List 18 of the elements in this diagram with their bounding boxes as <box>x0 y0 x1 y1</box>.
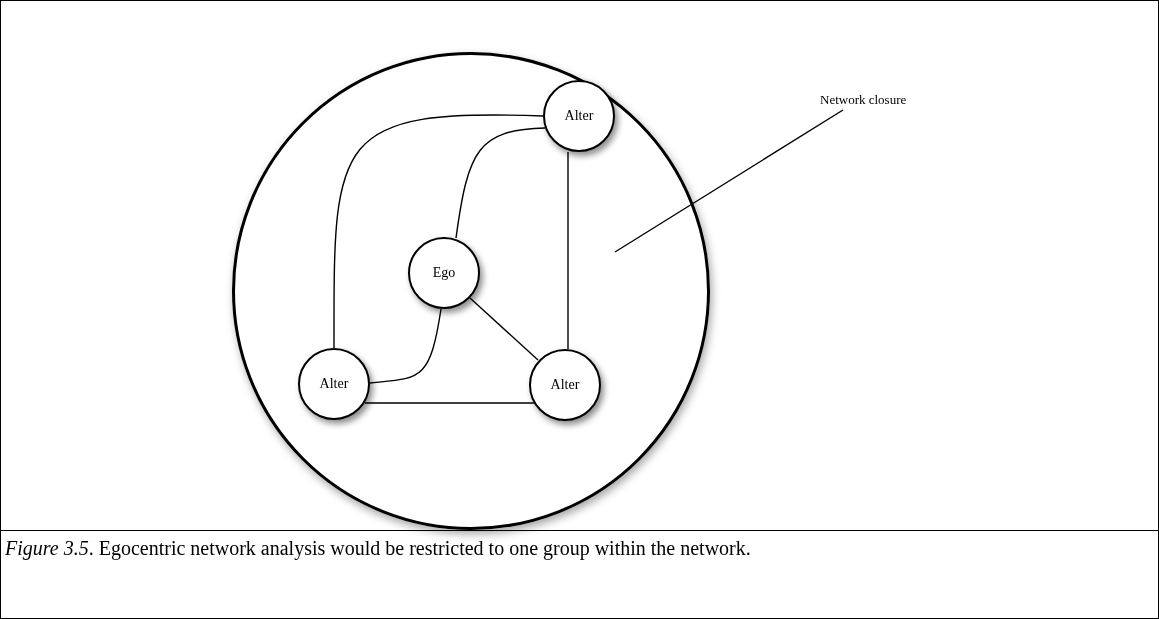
node-circle <box>408 237 480 309</box>
node-circle <box>529 349 601 421</box>
connector-line <box>455 127 546 239</box>
group-circle <box>232 52 710 530</box>
connector-line <box>567 151 569 350</box>
figure-caption: Figure 3.5. Egocentric network analysis would be restricted to one group within the network. <box>5 536 752 561</box>
connector-line <box>469 297 539 361</box>
leader-line <box>614 109 844 253</box>
node-label: Alter <box>564 108 594 124</box>
connector-line <box>364 402 535 404</box>
connector-line <box>369 308 442 384</box>
node-circle <box>543 80 615 152</box>
connector-line <box>333 114 544 349</box>
node-label: Alter <box>319 376 349 392</box>
node-circle <box>298 348 370 420</box>
node-label: Alter <box>550 377 580 393</box>
node-label: Ego <box>432 265 456 281</box>
callout-text: Network closure <box>820 92 907 108</box>
